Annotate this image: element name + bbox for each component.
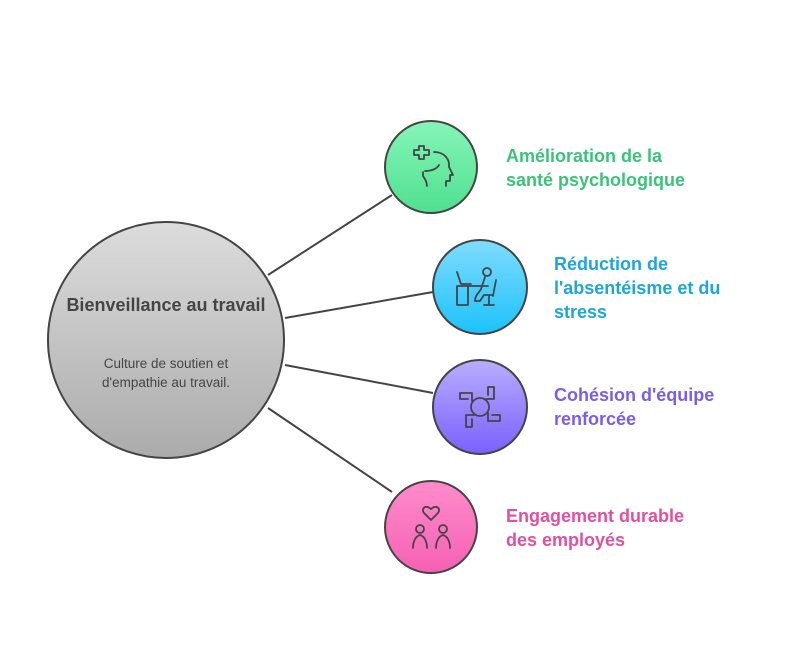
connector-line <box>284 291 434 319</box>
branch-label-engagement: Engagement durable des employés <box>506 506 685 550</box>
connector-line <box>284 364 434 394</box>
branch-node-green <box>384 120 478 214</box>
center-node <box>47 221 285 459</box>
branch-label-team-cohesion: Cohésion d'équipe renforcée <box>554 385 715 429</box>
mental-health-icon <box>413 145 454 187</box>
connector-line <box>267 194 393 276</box>
branch-node-purple <box>432 359 528 455</box>
branch-node-blue <box>432 239 528 335</box>
branch-label-psychological-health: Amélioration de la santé psychologique <box>506 146 686 190</box>
desk-worker-icon <box>456 267 497 306</box>
center-description: Culture de soutien et d'empathie au trav… <box>102 356 230 390</box>
center-title: Bienveillance au travail <box>66 295 266 315</box>
branch-label-absenteeism: Réduction de l'absentéisme et du stress <box>554 254 721 322</box>
connector-lines <box>267 194 434 493</box>
employees-heart-icon <box>412 506 451 549</box>
branch-node-pink <box>384 480 478 574</box>
connector-line <box>267 407 393 493</box>
team-hands-icon <box>459 386 501 428</box>
